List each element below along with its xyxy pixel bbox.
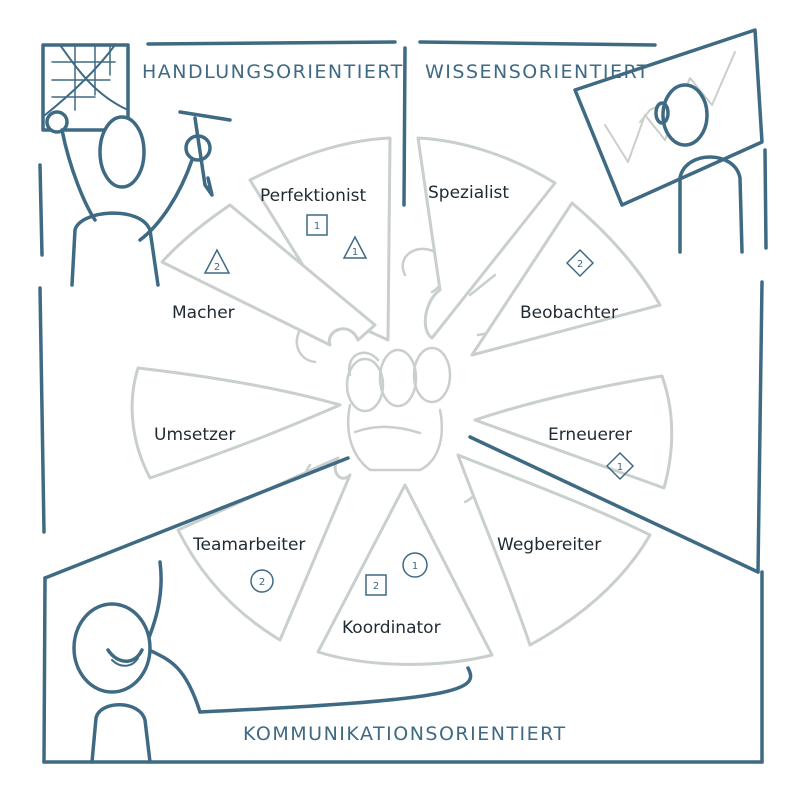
slice-spezialist (416, 136, 557, 340)
badge-erneuerer-diamond: 1 (605, 451, 635, 481)
category-frame (38, 40, 768, 764)
role-label-beobachter: Beobachter (520, 303, 618, 323)
badge-label: 2 (214, 262, 220, 273)
role-label-spezialist: Spezialist (428, 183, 509, 203)
badge-teamarbeiter-circle: 2 (250, 569, 274, 593)
badge-label: 1 (314, 221, 320, 232)
badge-macher-triangle: 2 (203, 248, 231, 274)
role-label-perfektionist: Perfektionist (260, 186, 367, 206)
role-label-koordinator: Koordinator (342, 618, 441, 638)
role-label-umsetzer: Umsetzer (154, 425, 235, 445)
slice-beobachter (470, 201, 662, 357)
category-label-knowledge: WISSENSORIENTIERT (425, 61, 650, 83)
person-talking-illustration (72, 560, 202, 764)
slice-umsetzer (130, 366, 342, 480)
badge-perfektionist-triangle: 1 (342, 235, 368, 259)
slice-koordinator (316, 483, 494, 666)
slice-erneuerer (473, 374, 674, 490)
role-slices (130, 136, 674, 666)
slice-macher (160, 203, 377, 347)
badge-label: 1 (617, 462, 623, 473)
role-label-erneuerer: Erneuerer (548, 425, 632, 445)
slice-teamarbeiter (176, 456, 352, 642)
badge-label: 2 (373, 581, 379, 592)
role-label-macher: Macher (172, 303, 235, 323)
badge-perfektionist-square: 1 (306, 214, 328, 236)
person-speaker-illustration (573, 28, 764, 254)
badge-label: 2 (259, 577, 265, 588)
category-label-action: HANDLUNGSORIENTIERT (142, 61, 404, 83)
role-label-teamarbeiter: Teamarbeiter (192, 535, 305, 555)
slice-wegbereiter (456, 453, 652, 647)
badge-koordinator-square: 2 (365, 574, 387, 596)
badge-label: 1 (412, 561, 418, 572)
badge-label: 1 (352, 247, 358, 258)
badge-koordinator-circle: 1 (402, 552, 428, 578)
badge-beobachter-diamond: 2 (565, 248, 595, 278)
badge-label: 2 (577, 259, 583, 270)
category-label-communication: KOMMUNIKATIONSORIENTIERT (243, 723, 567, 745)
person-climber-illustration (41, 43, 232, 287)
role-label-wegbereiter: Wegbereiter (497, 535, 601, 555)
